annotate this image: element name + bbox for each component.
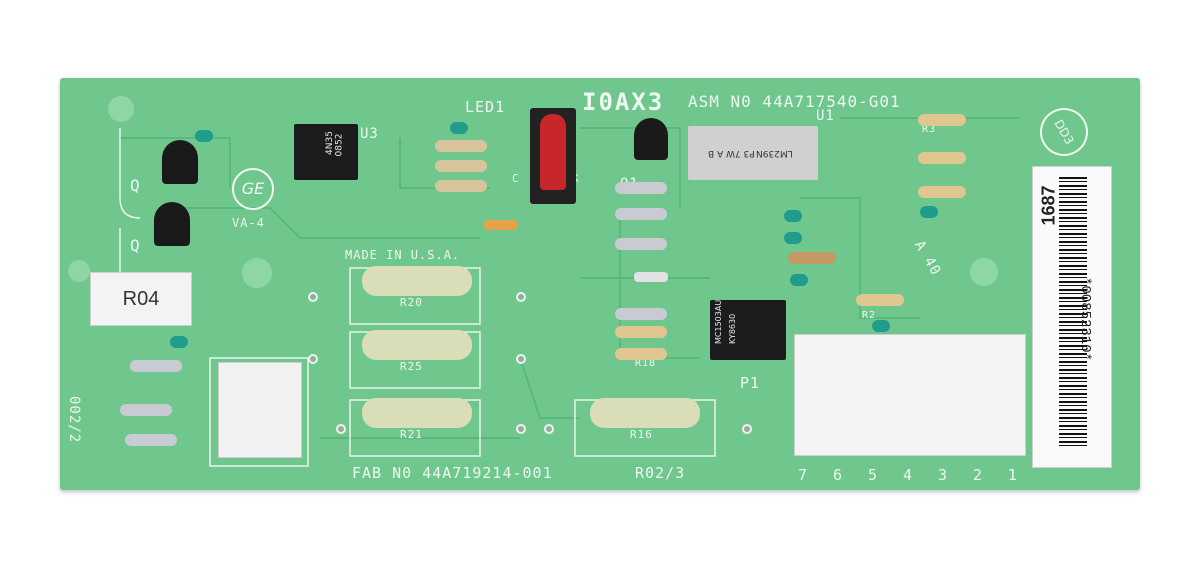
- solder-pad: [544, 424, 554, 434]
- board-title: I0AX3: [582, 88, 665, 116]
- designator-r25: R25: [400, 360, 423, 373]
- mounting-hole: [108, 96, 134, 122]
- solder-pad: [308, 354, 318, 364]
- small-resistor: [615, 208, 667, 220]
- designator-r3: R3: [922, 124, 937, 135]
- capacitor: [872, 320, 890, 332]
- rev-sticker: R04: [90, 272, 192, 326]
- capacitor: [784, 232, 802, 244]
- led-lens: [540, 114, 566, 190]
- designator-c: C: [512, 172, 520, 185]
- pin-label: 4: [902, 466, 913, 484]
- designator-q-bottom: Q: [130, 236, 141, 255]
- small-resistor: [918, 114, 966, 126]
- capacitor: [790, 274, 808, 286]
- small-resistor: [615, 238, 667, 250]
- p1-connector: [794, 334, 1026, 456]
- pin-label: 3: [937, 466, 948, 484]
- designator-va: VA-4: [232, 216, 265, 230]
- chip-u1: LM239N P3 7W A B: [688, 126, 818, 180]
- solder-pad: [742, 424, 752, 434]
- chip-u3-subtext: 0852: [334, 133, 345, 157]
- mounting-hole: [68, 260, 90, 282]
- diode: [484, 220, 518, 230]
- chip-u1-subtext: P3 7W A B: [708, 148, 755, 158]
- small-resistor: [615, 308, 667, 320]
- connector-pin-labels: 7 6 5 4 3 2 1: [798, 466, 1018, 484]
- small-resistor: [615, 326, 667, 338]
- solder-pad: [336, 424, 346, 434]
- resistor-r16: [590, 398, 700, 428]
- revision-code: R02/3: [635, 464, 686, 482]
- chip-mc1503: MC1503AU KY8630: [710, 300, 786, 360]
- small-resistor: [918, 152, 966, 164]
- chip-mc1503-text: MC1503AU: [714, 299, 723, 344]
- transistor-q1: [634, 118, 668, 160]
- designator-r16: R16: [630, 428, 653, 441]
- transistor: [162, 140, 198, 184]
- designator-u3: U3: [360, 126, 379, 142]
- designator-r21: R21: [400, 428, 423, 441]
- capacitor: [920, 206, 938, 218]
- small-resistor: [918, 186, 966, 198]
- pin-label: 6: [832, 466, 844, 484]
- solder-pad: [516, 354, 526, 364]
- pin-label: 2: [972, 466, 983, 484]
- chip-u1-text: LM239N: [756, 148, 793, 158]
- transistor: [154, 202, 190, 246]
- small-resistor: [615, 348, 667, 360]
- small-resistor: [435, 160, 487, 172]
- solder-pad: [516, 292, 526, 302]
- resistor-r20: [362, 266, 472, 296]
- small-resistor: [125, 434, 177, 446]
- designator-led1: LED1: [465, 98, 506, 116]
- barcode-bars: [1059, 177, 1087, 447]
- solder-pad: [308, 292, 318, 302]
- stamp-text: DD3: [1051, 117, 1077, 147]
- chip-u3: 4N35 0852: [294, 124, 358, 180]
- capacitor: [170, 336, 188, 348]
- left-connector: [218, 362, 302, 458]
- designator-u1: U1: [816, 108, 835, 124]
- designator-r20: R20: [400, 296, 423, 309]
- designator-r2: R2: [862, 310, 877, 321]
- small-resistor: [856, 294, 904, 306]
- diode: [634, 272, 668, 282]
- barcode-label: 1687 *00852310*: [1032, 166, 1112, 468]
- small-resistor: [130, 360, 182, 372]
- barcode-text: *00852310*: [1077, 277, 1093, 362]
- solder-pad: [516, 424, 526, 434]
- small-resistor: [435, 180, 487, 192]
- capacitor: [784, 210, 802, 222]
- pin-label: 5: [867, 466, 878, 484]
- resistor-r21: [362, 398, 472, 428]
- designator-q-top: Q: [130, 176, 141, 195]
- led-indicator: [530, 108, 576, 204]
- fab-number: FAB N0 44A719214-001: [352, 464, 553, 482]
- capacitor: [450, 122, 468, 134]
- ge-logo-icon: GE: [232, 168, 274, 210]
- small-resistor: [788, 252, 836, 264]
- mounting-hole: [242, 258, 272, 288]
- resistor-r25: [362, 330, 472, 360]
- small-resistor: [435, 140, 487, 152]
- small-resistor: [615, 182, 667, 194]
- designator-p1: P1: [740, 374, 761, 392]
- assembly-number: ASM N0 44A717540-G01: [688, 92, 901, 111]
- made-in-label: MADE IN U.S.A.: [345, 248, 461, 262]
- mounting-hole: [970, 258, 998, 286]
- capacitor: [195, 130, 213, 142]
- chip-u3-text: 4N35: [324, 131, 335, 155]
- chip-mc1503-subtext: KY8630: [728, 313, 737, 344]
- rev-sticker-text: R04: [122, 287, 160, 310]
- pin-label: 1: [1007, 466, 1018, 484]
- circuit-board: I0AX3 ASM N0 44A717540-G01 LED1 U1 U3 Q 1…: [60, 78, 1140, 490]
- designator-r18: R18: [635, 358, 657, 369]
- barcode-digits: 1687: [1038, 185, 1059, 226]
- vertical-code: 002/2: [66, 396, 82, 444]
- small-resistor: [120, 404, 172, 416]
- pin-label: 7: [798, 466, 809, 484]
